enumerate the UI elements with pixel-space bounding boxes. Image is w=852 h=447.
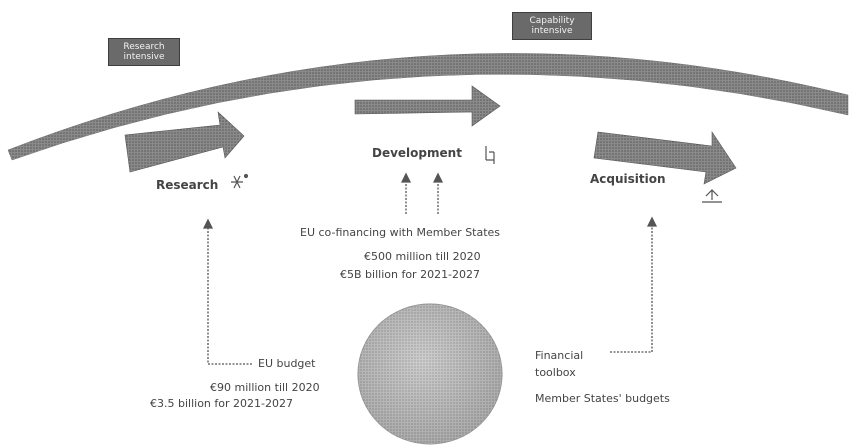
left-line-2: €90 million till 2020	[210, 381, 320, 394]
right-line-2: toolbox	[535, 366, 576, 379]
development-arrow	[354, 85, 501, 127]
acquisition-arrow	[593, 131, 737, 185]
left-connector	[202, 218, 252, 365]
left-line-3: €3.5 billion for 2021-2027	[150, 397, 293, 410]
research-label: Research	[156, 178, 219, 192]
center-up-arrows	[400, 172, 444, 214]
globe	[357, 303, 503, 445]
timeline-arc	[7, 53, 849, 161]
research-intensive-tag: Research intensive	[108, 38, 180, 66]
development-label: Development	[372, 146, 462, 160]
right-line-1: Financial	[535, 349, 584, 362]
acquisition-label: Acquisition	[590, 172, 666, 186]
tag-line: intensive	[531, 26, 573, 36]
tag-line: Research	[123, 42, 165, 52]
center-line-2: €500 million till 2020	[364, 250, 481, 263]
right-connector	[610, 216, 658, 353]
acquisition-icon	[702, 189, 722, 203]
capability-intensive-tag: Capability intensive	[512, 12, 592, 40]
left-line-1: EU budget	[258, 357, 316, 370]
center-line-3: €5B billion for 2021-2027	[340, 268, 481, 281]
development-icon	[485, 146, 495, 164]
right-line-3: Member States' budgets	[535, 392, 670, 405]
center-line-1: EU co-financing with Member States	[300, 226, 501, 239]
research-icon	[231, 173, 249, 189]
tag-line: Capability	[529, 16, 575, 26]
tag-line: intensive	[123, 52, 165, 62]
research-arrow	[124, 111, 245, 173]
